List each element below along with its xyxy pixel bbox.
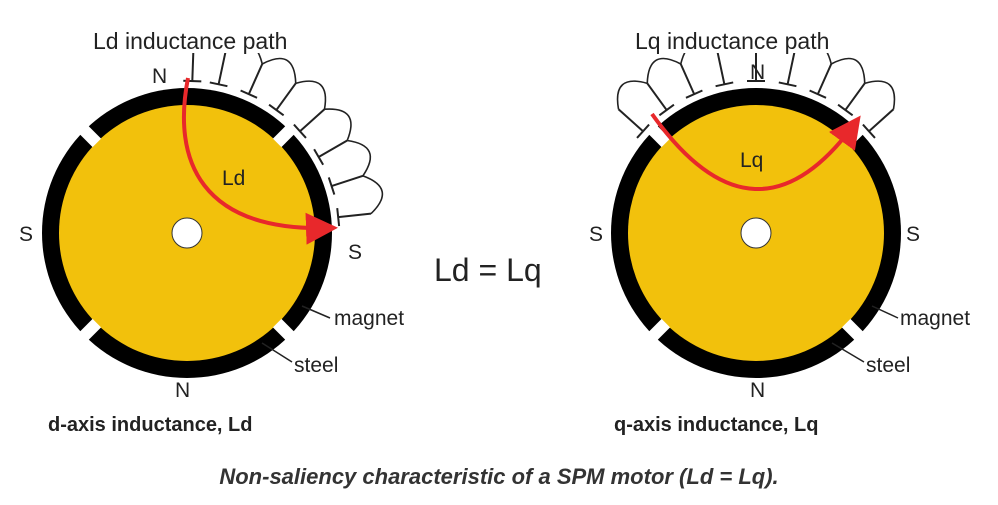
right-pole-top: N [750, 61, 766, 84]
shaft-hole [171, 217, 203, 249]
stator-tooth [240, 63, 264, 99]
stator-tooth [268, 82, 297, 117]
right-steel-label: steel [866, 354, 911, 377]
steel-leader-left [261, 342, 293, 363]
lq-label: Lq [740, 149, 764, 172]
stator-tooth [809, 63, 833, 99]
left-pole-bottom: N [175, 379, 191, 402]
coil-end-turn [295, 80, 327, 110]
lq-flux-path-arrow [650, 112, 861, 191]
left-pole-right: S [348, 241, 363, 264]
right-rotor [611, 88, 901, 378]
right-pole-bottom: N [750, 379, 766, 402]
steel-leader-right [831, 342, 865, 363]
magnet-leader-left [301, 305, 331, 319]
left-pole-left: S [19, 223, 34, 246]
stator-tooth [862, 108, 895, 139]
coil-end-turn [864, 80, 896, 110]
stator-tooth [715, 51, 734, 88]
lq-path-title: Lq inductance path [632, 30, 833, 53]
equation: Ld = Lq [434, 252, 542, 288]
stator-tooth [209, 51, 228, 88]
figure-caption: Non-saliency characteristic of a SPM mot… [219, 464, 779, 489]
stator-tooth [313, 139, 348, 166]
magnet-gap [272, 125, 295, 148]
coil-end-turn [616, 80, 648, 110]
stator-tooth [293, 108, 326, 139]
magnet-gap [648, 125, 671, 148]
right-pole-right: S [906, 223, 921, 246]
q-axis-caption: q-axis inductance, Lq [614, 414, 819, 436]
magnet-gap [79, 125, 102, 148]
stator-tooth [747, 48, 765, 82]
stator-tooth [327, 174, 364, 195]
ld-path-title: Ld inductance path [90, 30, 291, 53]
coil-end-turn [261, 57, 297, 84]
magnet-gap [648, 318, 671, 341]
stator-tooth [336, 208, 372, 227]
magnet-gap [272, 318, 295, 341]
stator-tooth [778, 51, 797, 88]
left-pole-top: N [152, 65, 168, 88]
coil-end-turn [646, 57, 682, 84]
left-steel-label: steel [294, 354, 339, 377]
coil-end-turn [324, 108, 352, 141]
stator-tooth [837, 82, 866, 117]
ld-flux-path-arrow [181, 77, 338, 245]
right-pole-left: S [589, 223, 604, 246]
coil-end-turn [362, 175, 383, 215]
magnet-gap [841, 318, 864, 341]
stator-tooth [617, 108, 650, 139]
shaft-hole [740, 217, 772, 249]
right-magnet-label: magnet [900, 307, 971, 330]
coil-end-turn [830, 57, 866, 84]
magnet-gap [79, 318, 102, 341]
left-rotor [42, 88, 332, 378]
left-magnet-label: magnet [334, 307, 405, 330]
stator-tooth [679, 63, 703, 99]
ld-label: Ld [222, 167, 246, 190]
d-axis-caption: d-axis inductance, Ld [48, 414, 253, 436]
coil-end-turn [347, 139, 372, 177]
stator-tooth [646, 82, 675, 117]
magnet-leader-right [871, 305, 899, 319]
